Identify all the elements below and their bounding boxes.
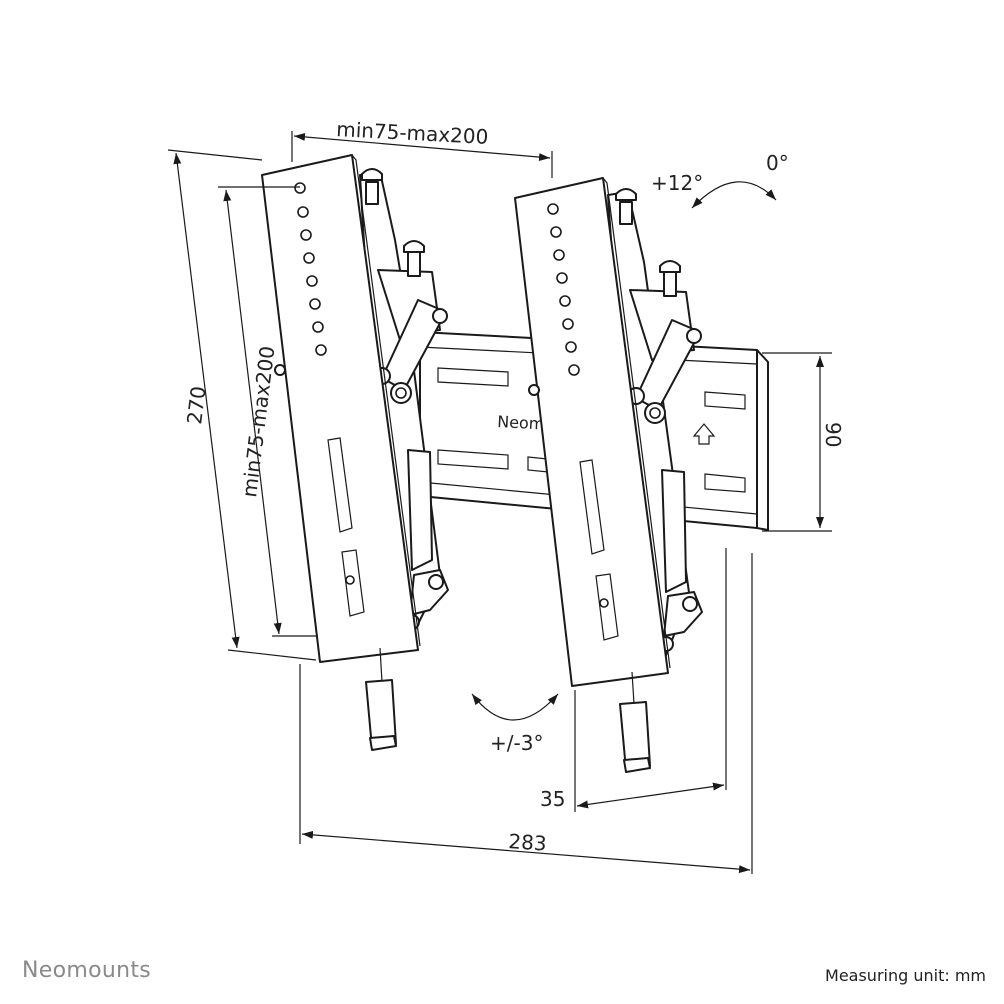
dimension-width: 283: [299, 553, 753, 874]
tilt-neutral-label: 0°: [766, 151, 789, 175]
dim-top-label: min75-max200: [336, 117, 489, 149]
tilt-forward-label: +12°: [651, 171, 703, 195]
left-arm: [261, 154, 449, 751]
dim-height-label: 270: [182, 385, 210, 426]
dim-vertical-label: min75-max200: [237, 345, 279, 499]
dim-depth-label: 35: [540, 787, 565, 811]
dim-width-label: 283: [508, 829, 548, 856]
dimension-rail-height: 90: [762, 352, 845, 532]
tilt-indicator: +12° 0°: [651, 151, 789, 209]
brand-logo: Neomounts: [22, 958, 152, 983]
level-adjust-label: +/-3°: [490, 731, 543, 755]
dim-rail-label: 90: [821, 422, 845, 447]
level-adjust-indicator: +/-3°: [471, 693, 559, 755]
dimension-height: 270: [167, 149, 317, 661]
measuring-unit: Measuring unit: mm: [825, 966, 986, 985]
rail-logo: Neom: [497, 412, 545, 433]
right-arm: [514, 177, 703, 773]
dimension-depth: 35: [540, 548, 727, 812]
